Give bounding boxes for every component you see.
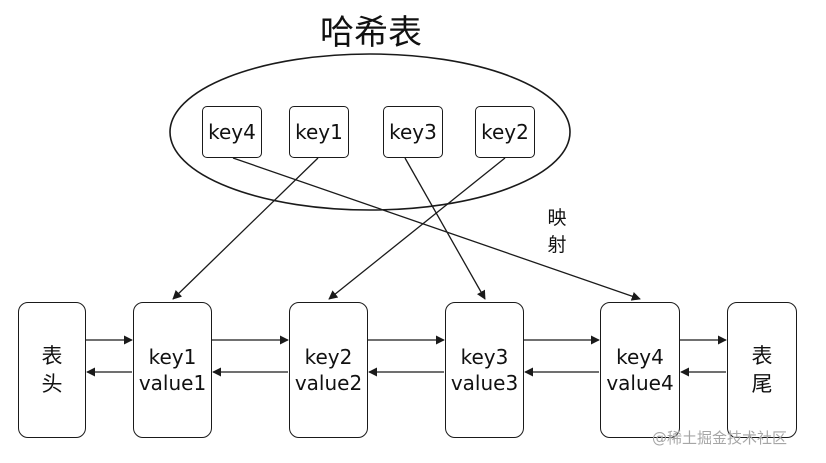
list-node: key1 value1 [133, 302, 212, 438]
list-tail-label: 表 [751, 344, 773, 368]
list-head-node: 表 头 [18, 302, 86, 438]
list-node: key4 value4 [600, 302, 680, 438]
diagram-title: 哈希表 [320, 13, 422, 53]
hash-key-box: key3 [383, 106, 443, 158]
map-arrow-key2 [328, 157, 506, 300]
list-head-label: 头 [41, 372, 63, 396]
node-value: value2 [294, 371, 363, 395]
map-arrow-key1 [172, 157, 319, 300]
hash-table-ellipse [169, 53, 571, 211]
list-node: key2 value2 [289, 302, 368, 438]
list-tail-label: 尾 [751, 372, 773, 396]
map-arrow-key4 [232, 157, 641, 301]
list-tail-node: 表 尾 [727, 302, 797, 438]
node-key: key1 [148, 345, 197, 369]
node-value: value1 [138, 371, 207, 395]
map-arrow-key3 [404, 157, 486, 300]
node-key: key4 [616, 345, 664, 369]
hash-key-box: key1 [289, 106, 349, 158]
mapping-label: 映 射 [543, 205, 571, 259]
node-key: key2 [304, 345, 353, 369]
node-value: value3 [450, 371, 519, 395]
hash-key-box: key4 [202, 106, 262, 158]
mapping-label-char: 射 [547, 234, 567, 256]
mapping-label-char: 映 [547, 207, 567, 229]
node-value: value4 [606, 371, 674, 395]
list-node: key3 value3 [445, 302, 524, 438]
hash-key-box: key2 [475, 106, 535, 158]
watermark: @稀土掘金技术社区 [652, 429, 788, 447]
node-key: key3 [460, 345, 509, 369]
list-head-label: 表 [41, 344, 63, 368]
